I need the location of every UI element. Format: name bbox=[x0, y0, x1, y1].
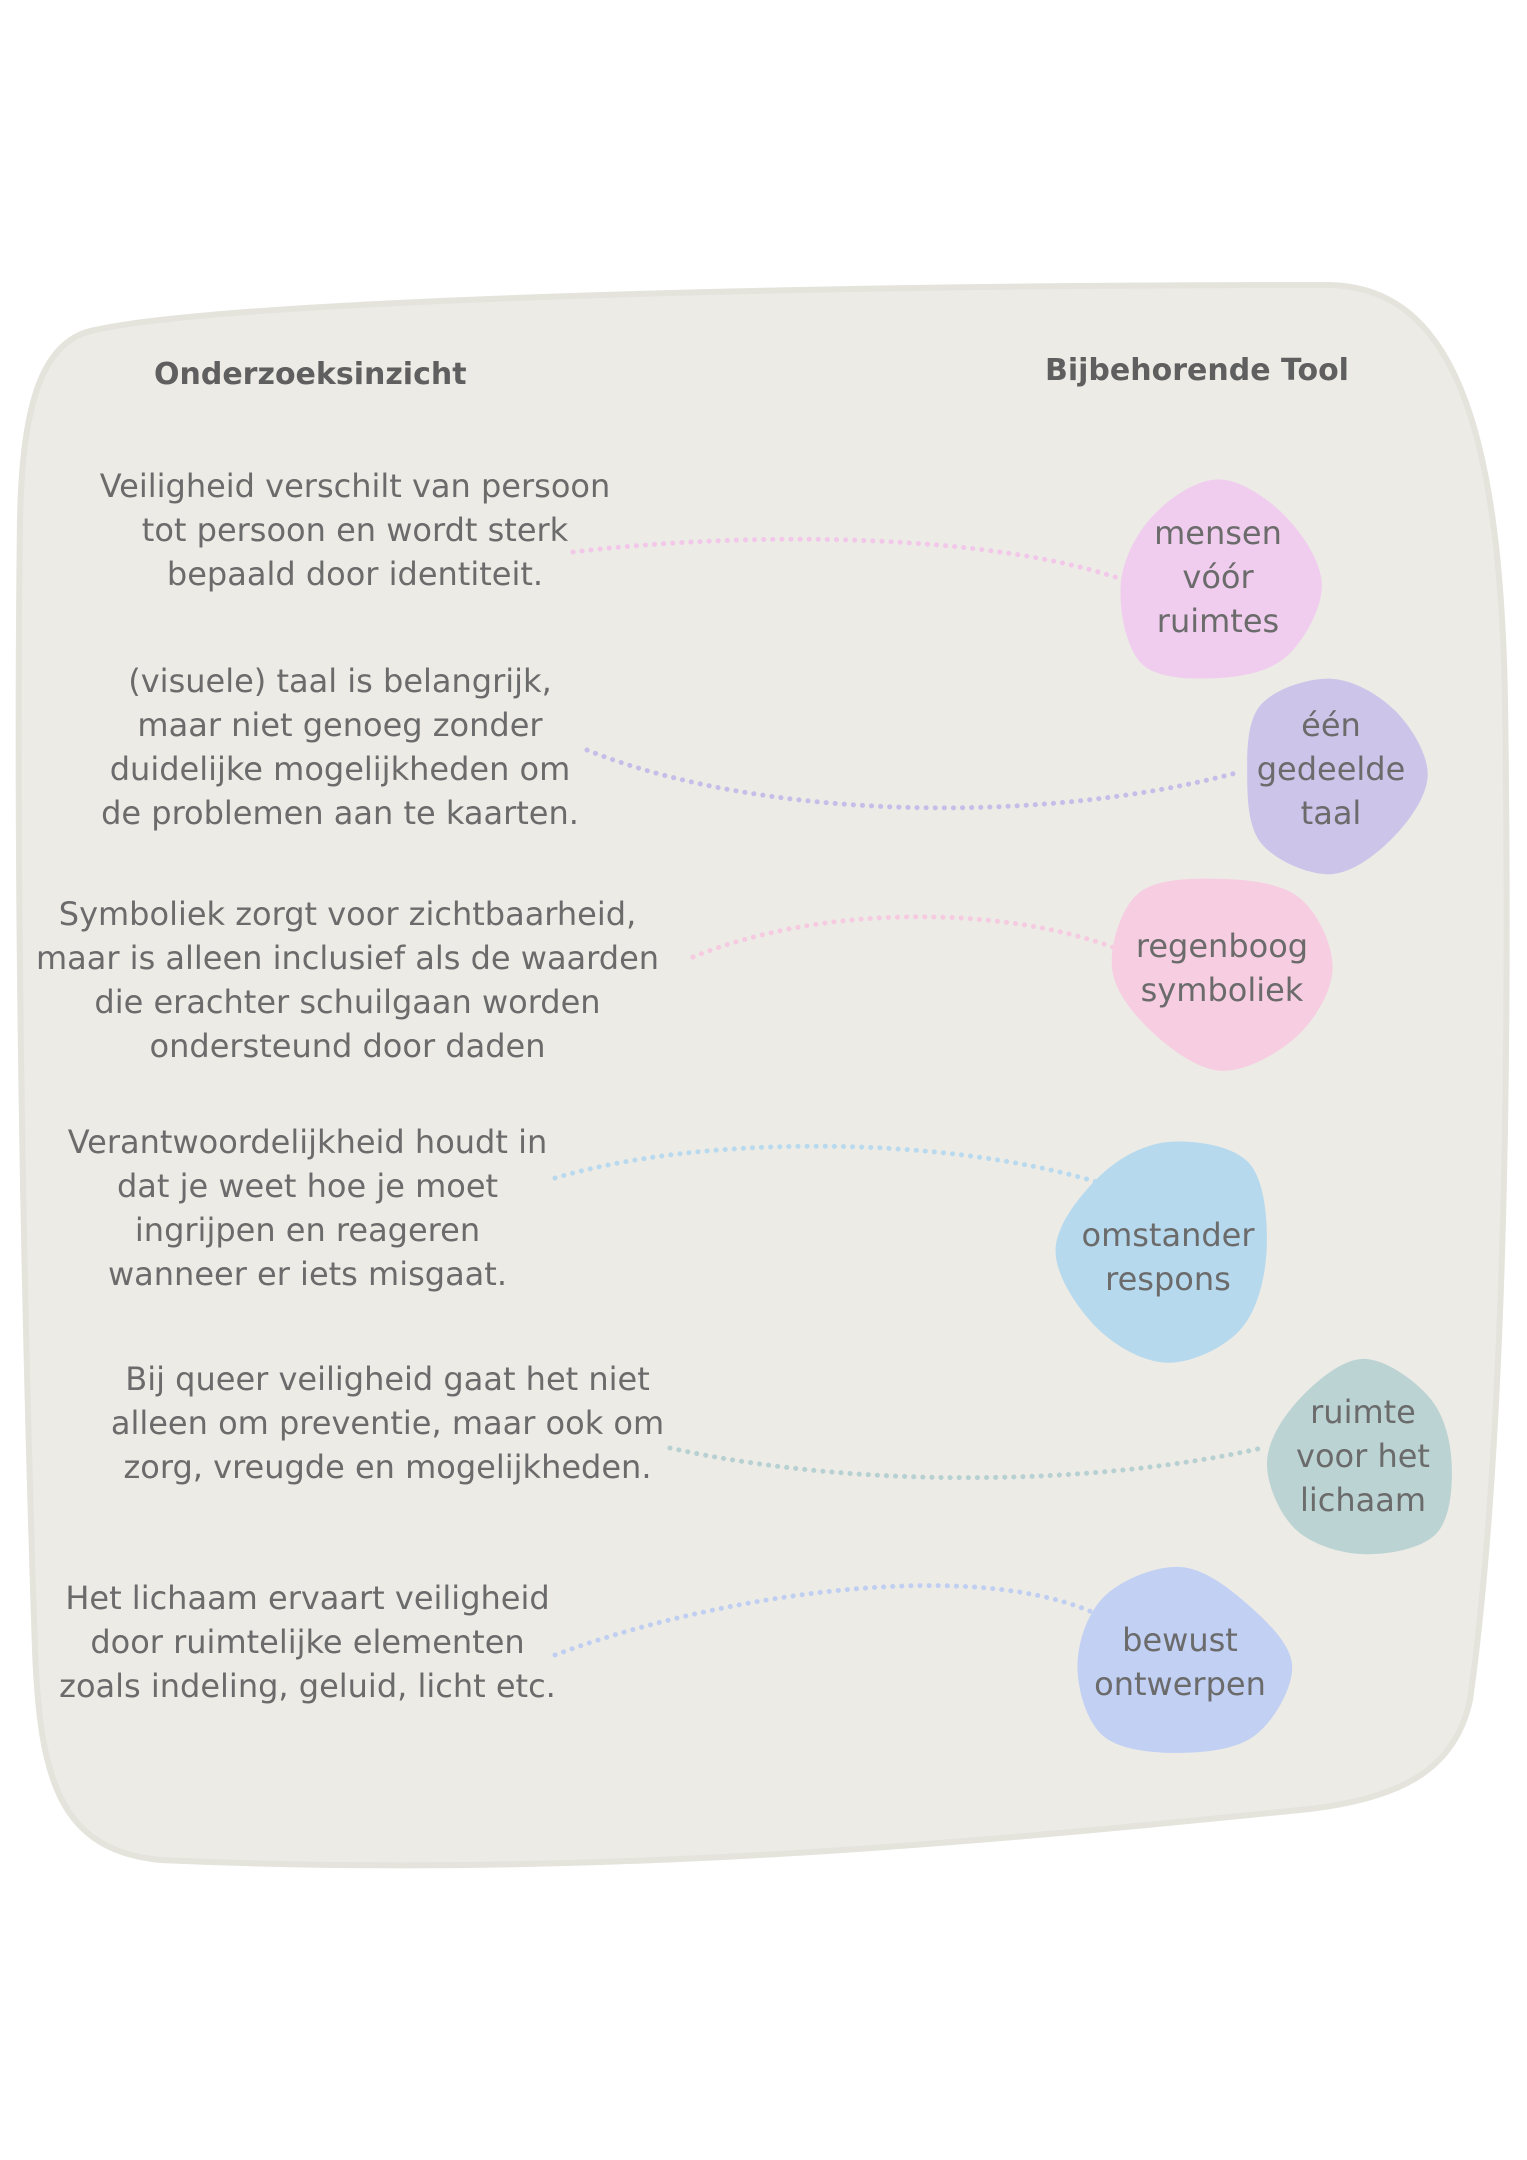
tool-column-heading: Bijbehorende Tool bbox=[1045, 353, 1349, 388]
insight-line: Veiligheid verschilt van persoon bbox=[99, 467, 611, 505]
tool-label-rainbow-symbolism: regenboog symboliek bbox=[1136, 924, 1308, 1012]
tool-label-line: ruimte bbox=[1310, 1393, 1416, 1431]
dotted-connector bbox=[690, 914, 1118, 960]
insight-line: ingrijpen en reageren bbox=[134, 1211, 481, 1249]
tool-label-line: mensen bbox=[1154, 514, 1282, 552]
insight-line: bepaald door identiteit. bbox=[166, 555, 544, 593]
tool-label-line: gedeelde bbox=[1256, 750, 1406, 788]
tool-label-line: regenboog bbox=[1135, 927, 1309, 965]
tool-blob bbox=[1055, 1141, 1267, 1363]
tool-label-line: taal bbox=[1300, 794, 1362, 832]
tool-label-line: symboliek bbox=[1140, 971, 1304, 1009]
insight-text-identity: Veiligheid verschilt van persoon tot pers… bbox=[95, 464, 615, 596]
insight-line: zorg, vreugde en mogelijkheden. bbox=[123, 1448, 652, 1486]
dotted-connector bbox=[570, 536, 1121, 581]
insight-column-heading: Onderzoeksinzicht bbox=[154, 357, 467, 392]
insight-text-symbolism: Symboliek zorgt voor zichtbaarheid, maar … bbox=[25, 892, 670, 1068]
insight-line: alleen om preventie, maar ook om bbox=[110, 1404, 665, 1442]
insight-line: Verantwoordelijkheid houdt in bbox=[67, 1123, 548, 1161]
tool-label-line: bewust bbox=[1122, 1621, 1238, 1659]
insight-line: dat je weet hoe je moet bbox=[116, 1167, 499, 1205]
insight-line: maar niet genoeg zonder bbox=[137, 706, 543, 744]
insight-text-responsibility: Verantwoordelijkheid houdt in dat je weet… bbox=[60, 1120, 555, 1296]
insight-line: die erachter schuilgaan worden bbox=[94, 983, 601, 1021]
tool-label-bystander-response: omstander respons bbox=[1081, 1213, 1254, 1301]
insight-line: wanneer er iets misgaat. bbox=[107, 1255, 507, 1293]
tool-label-line: ontwerpen bbox=[1094, 1665, 1266, 1703]
insight-line: maar is alleen inclusief als de waarden bbox=[35, 939, 660, 977]
tool-blob bbox=[1266, 1358, 1452, 1555]
dotted-connector bbox=[552, 1583, 1095, 1658]
insight-line: Het lichaam ervaart veiligheid bbox=[65, 1579, 550, 1617]
tool-label-line: respons bbox=[1105, 1260, 1231, 1298]
tool-label-people-before-spaces: mensen vóór ruimtes bbox=[1154, 511, 1282, 643]
tool-label-conscious-design: bewust ontwerpen bbox=[1094, 1618, 1266, 1706]
tool-label-line: lichaam bbox=[1299, 1481, 1427, 1519]
tool-label-line: vóór bbox=[1182, 558, 1254, 596]
tool-blob bbox=[1120, 479, 1322, 679]
tool-label-line: voor het bbox=[1296, 1437, 1430, 1475]
insight-line: ondersteund door daden bbox=[149, 1027, 546, 1065]
insight-line: zoals indeling, geluid, licht etc. bbox=[59, 1667, 556, 1705]
insight-text-body-safety: Het lichaam ervaart veiligheid door ruimt… bbox=[55, 1576, 560, 1708]
dotted-connector bbox=[584, 747, 1239, 811]
insight-line: Symboliek zorgt voor zichtbaarheid, bbox=[58, 895, 637, 933]
insight-line: duidelijke mogelijkheden om bbox=[109, 750, 571, 788]
tool-label-line: omstander bbox=[1081, 1216, 1255, 1254]
tool-label-shared-language: één gedeelde taal bbox=[1257, 703, 1406, 835]
tool-label-space-for-body: ruimte voor het lichaam bbox=[1296, 1390, 1430, 1522]
insight-line: door ruimtelijke elementen bbox=[90, 1623, 525, 1661]
insight-line: (visuele) taal is belangrijk, bbox=[128, 662, 552, 700]
insight-text-visual-language: (visuele) taal is belangrijk, maar niet g… bbox=[90, 659, 590, 835]
tool-label-line: ruimtes bbox=[1156, 602, 1280, 640]
dotted-connector bbox=[667, 1445, 1265, 1481]
tool-label-line: één bbox=[1301, 706, 1361, 744]
insight-line: Bij queer veiligheid gaat het niet bbox=[125, 1360, 650, 1398]
insight-line: tot persoon en wordt sterk bbox=[141, 511, 569, 549]
tool-blob bbox=[1077, 1566, 1293, 1753]
tool-blob bbox=[1111, 878, 1333, 1071]
content-panel bbox=[15, 281, 1510, 1869]
insight-text-queer-safety: Bij queer veiligheid gaat het niet alleen… bbox=[95, 1357, 680, 1489]
tool-blob bbox=[1247, 678, 1428, 875]
insight-line: de problemen aan te kaarten. bbox=[101, 794, 579, 832]
